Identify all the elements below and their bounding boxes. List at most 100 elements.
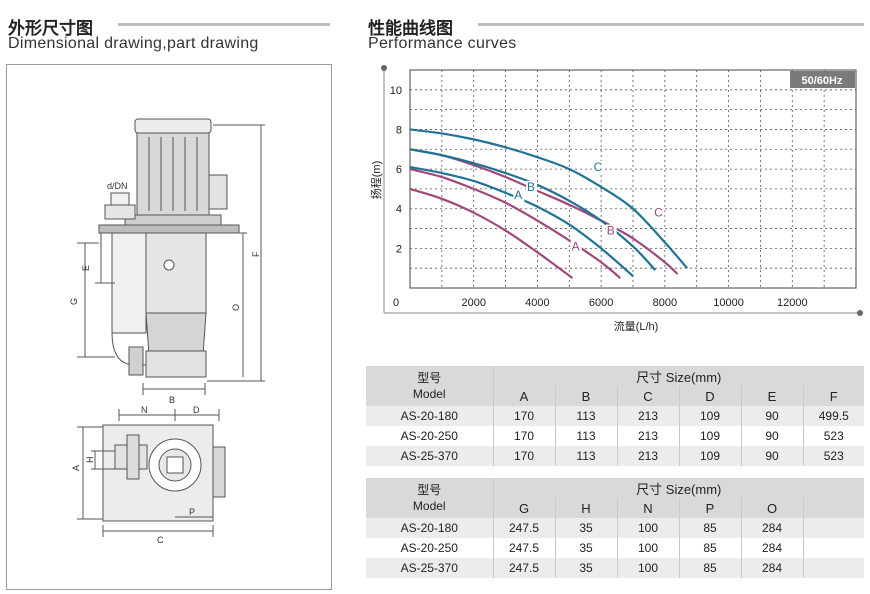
outlet-fitting (104, 204, 136, 220)
value-cell: 113 (555, 426, 618, 446)
value-cell: 85 (679, 538, 742, 558)
y-tick-label: 4 (396, 204, 402, 216)
curve-c (409, 128, 688, 269)
curve-label-bg (653, 206, 665, 220)
y-tick-label: 10 (390, 85, 402, 97)
value-cell: 109 (679, 406, 742, 426)
dimensional-drawing-frame: d/DN E G F O B N D A H P C (6, 64, 332, 590)
curve-label-bg (605, 224, 617, 238)
label-g: G (69, 298, 79, 305)
column-header: H (555, 498, 618, 518)
column-header: B (555, 386, 618, 406)
size-header: 尺寸 Size(mm) (493, 478, 865, 498)
y-axis-arrow (381, 65, 387, 71)
label-d: D (193, 405, 200, 415)
curve-b (409, 168, 621, 279)
value-cell: 113 (555, 406, 618, 426)
value-cell: 284 (741, 558, 804, 578)
x-axis-arrow (857, 310, 863, 316)
left-heading-zh: 外形尺寸图 (8, 19, 93, 38)
value-cell: 90 (741, 426, 804, 446)
curve-label-bg (570, 240, 582, 254)
value-cell: 170 (493, 426, 556, 446)
label-e: E (81, 265, 91, 271)
column-header: C (617, 386, 680, 406)
label-n: N (141, 405, 148, 415)
y-tick-label: 6 (396, 164, 402, 176)
column-header (803, 498, 865, 518)
motor-flange (124, 214, 222, 226)
value-cell: 35 (555, 518, 618, 538)
curve-label-bg (513, 188, 525, 202)
x-tick-label: 6000 (589, 297, 613, 309)
label-h: H (85, 457, 95, 464)
mounting-plate (98, 224, 240, 234)
frequency-badge: 50/60Hz (802, 75, 843, 87)
value-cell: 170 (493, 406, 556, 426)
curve-a (409, 187, 574, 279)
column-header: N (617, 498, 680, 518)
curve-label: A (572, 239, 580, 253)
x-tick-label: 4000 (525, 297, 549, 309)
label-d-dn: d/DN (107, 181, 128, 191)
x-tick-label: 12000 (777, 297, 808, 309)
value-cell: 35 (555, 558, 618, 578)
label-b: B (169, 395, 175, 405)
y-tick-label: 2 (396, 243, 402, 255)
value-cell: 85 (679, 518, 742, 538)
curve-label-bg (592, 161, 604, 175)
value-cell: 113 (555, 446, 618, 466)
value-cell (803, 558, 865, 578)
value-cell: 523 (803, 446, 865, 466)
label-a: A (71, 465, 81, 471)
curve-label: B (527, 180, 535, 194)
x-tick-label: 2000 (461, 297, 485, 309)
label-c: C (157, 535, 164, 545)
curve-label-bg (526, 180, 538, 194)
value-cell: 85 (679, 558, 742, 578)
value-cell: 170 (493, 446, 556, 466)
value-cell: 523 (803, 426, 865, 446)
value-cell: 213 (617, 446, 680, 466)
column-header: F (803, 386, 865, 406)
column-header: D (679, 386, 742, 406)
value-cell: 35 (555, 538, 618, 558)
discharge-pipe (111, 232, 147, 334)
left-heading-en: Dimensional drawing,part drawing (8, 35, 259, 52)
frequency-badge-bg (790, 71, 855, 88)
column-header: G (493, 498, 556, 518)
right-heading-rule (478, 23, 864, 26)
curve-label: A (514, 188, 522, 202)
y-tick-label: 8 (396, 124, 402, 136)
left-heading-rule (118, 23, 330, 26)
x-tick-label: 0 (393, 297, 399, 309)
value-cell: 109 (679, 426, 742, 446)
curve-b (409, 148, 657, 271)
pump-column (145, 232, 207, 314)
curve-label: C (594, 160, 603, 174)
axes (381, 65, 863, 316)
value-cell: 90 (741, 446, 804, 466)
grid-lines (410, 70, 856, 288)
x-tick-label: 10000 (713, 297, 744, 309)
value-cell: 100 (617, 558, 680, 578)
value-cell: 109 (679, 446, 742, 466)
column-header: A (493, 386, 556, 406)
label-f: F (251, 251, 261, 257)
curves (409, 128, 688, 279)
model-cell: AS-20-250 (366, 426, 494, 446)
value-cell: 213 (617, 406, 680, 426)
column-header: O (741, 498, 804, 518)
label-o: O (231, 304, 241, 311)
value-cell: 100 (617, 538, 680, 558)
size-header: 尺寸 Size(mm) (493, 366, 865, 386)
